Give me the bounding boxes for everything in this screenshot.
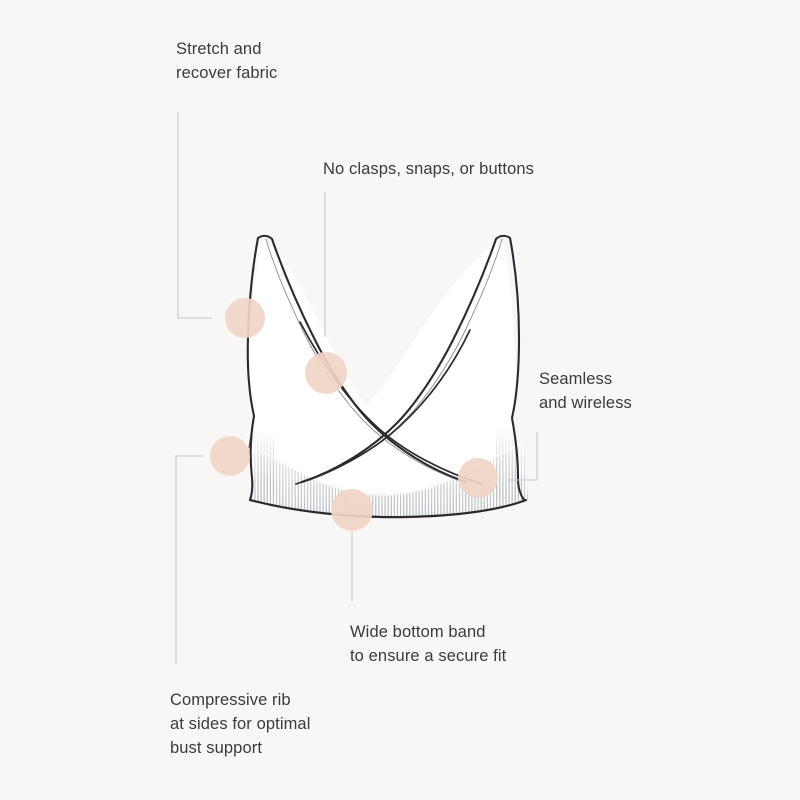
leader-lines	[175, 112, 538, 664]
band-top-edge	[248, 442, 525, 496]
leader-line-stretch	[177, 112, 212, 319]
leader-line-compressive-rib	[175, 455, 203, 664]
annotation-compressive-rib: Compressive rib at sides for optimal bus…	[170, 691, 311, 757]
garment-drawing	[246, 234, 528, 519]
right-side-seam	[510, 416, 526, 502]
accent-dots	[210, 298, 498, 531]
accent-dot-seamless	[458, 458, 498, 498]
leader-line-seamless	[508, 432, 538, 481]
annotation-seamless-and-wireless: Seamless and wireless	[539, 370, 632, 412]
annotation-stretch-and-recover-fabric: Stretch and recover fabric	[176, 40, 278, 82]
annotation-wide-bottom-band: Wide bottom band to ensure a secure fit	[350, 623, 507, 665]
left-underarm-curve	[248, 415, 255, 449]
bottom-hem	[248, 498, 528, 519]
garment-body-fill	[248, 238, 525, 515]
annotation-no-clasps-snaps-or-buttons: No clasps, snaps, or buttons	[323, 160, 534, 178]
accent-dot-stretch	[225, 298, 265, 338]
accent-dot-no-clasps	[305, 352, 347, 394]
accent-dot-rib	[210, 436, 250, 476]
accent-dot-wide-band	[331, 489, 373, 531]
